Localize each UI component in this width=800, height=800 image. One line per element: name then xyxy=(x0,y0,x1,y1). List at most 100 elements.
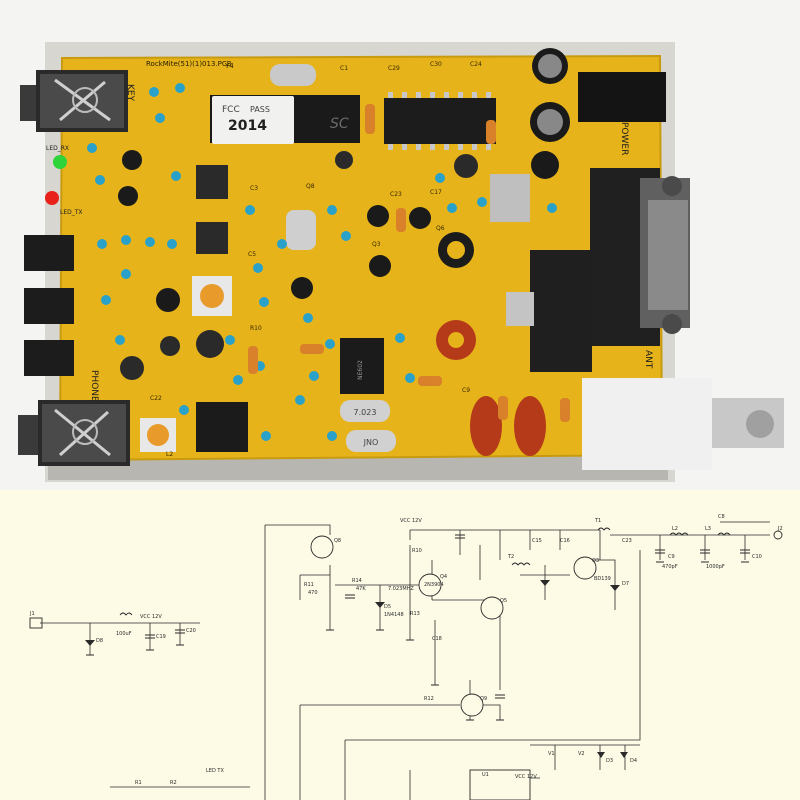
phone-label: PHONE xyxy=(89,370,99,402)
audio-ic xyxy=(196,402,248,452)
svg-text:C1: C1 xyxy=(340,65,348,72)
svg-text:7.023MHZ: 7.023MHZ xyxy=(388,586,414,592)
schematic-transistors xyxy=(310,535,597,717)
supply-label-bottom: VCC 12V xyxy=(515,774,537,780)
bnc-connector xyxy=(582,378,784,470)
svg-text:Q8: Q8 xyxy=(306,183,315,190)
switch-3 xyxy=(24,340,74,376)
svg-text:C23: C23 xyxy=(390,191,402,198)
svg-text:R12: R12 xyxy=(424,696,434,702)
svg-text:C5: C5 xyxy=(248,251,256,258)
svg-text:C29: C29 xyxy=(388,65,400,72)
svg-text:1000pF: 1000pF xyxy=(706,564,725,570)
schematic-transformers xyxy=(119,527,731,616)
schematic-diodes xyxy=(85,580,628,758)
led-rx-label: LED_RX xyxy=(46,145,69,152)
ne602-label: NE602 xyxy=(357,360,364,380)
schematic-ic-u1 xyxy=(469,769,531,800)
svg-text:C18: C18 xyxy=(432,636,442,642)
switch-1 xyxy=(24,235,74,271)
schematic-jacks xyxy=(29,530,783,629)
svg-text:U1: U1 xyxy=(482,772,489,778)
ant-label: ANT xyxy=(643,350,653,369)
toroid-4 xyxy=(514,396,546,456)
toroid-1 xyxy=(438,232,474,268)
svg-text:C3: C3 xyxy=(250,185,258,192)
svg-text:C10: C10 xyxy=(752,554,762,560)
svg-text:R13: R13 xyxy=(410,611,420,617)
svg-text:R11: R11 xyxy=(304,582,314,588)
svg-text:C9: C9 xyxy=(462,387,470,394)
schematic-capacitors xyxy=(145,534,750,699)
power-label: POWER xyxy=(619,122,629,155)
schematic-diagram: VCC 12V VCC 12V VCC 12V Q8 R11 R14 D5 Q4… xyxy=(0,490,800,800)
svg-text:470pF: 470pF xyxy=(662,564,678,570)
svg-text:R14: R14 xyxy=(352,578,362,584)
led-tx-label: LED_TX xyxy=(60,209,83,216)
crystal-1: 7.023 xyxy=(340,400,390,422)
pushbutton-2 xyxy=(196,222,228,254)
svg-text:1N4148: 1N4148 xyxy=(384,612,404,618)
crystal-2: JNO xyxy=(346,430,396,452)
svg-text:Q4: Q4 xyxy=(440,574,447,580)
phone-jack xyxy=(18,400,130,466)
transistors xyxy=(118,150,431,312)
svg-text:R10: R10 xyxy=(250,325,262,332)
heatsink-small xyxy=(490,174,530,222)
led-rx-green xyxy=(53,155,67,169)
svg-text:470: 470 xyxy=(308,590,318,596)
pcb-photo: RockMite(51)(1)013.PCB Y4 KEY PHONE LED_… xyxy=(0,0,800,490)
svg-text:T1: T1 xyxy=(594,518,601,524)
svg-text:L2: L2 xyxy=(166,451,173,458)
pcb-board xyxy=(60,56,662,460)
key-jack xyxy=(20,70,128,132)
crystal-middle xyxy=(286,210,316,250)
cap-large-3 xyxy=(531,151,559,179)
svg-text:R1: R1 xyxy=(135,780,142,786)
power-jack xyxy=(578,72,666,122)
ic-marking: SC xyxy=(330,116,349,132)
svg-text:Q9: Q9 xyxy=(480,696,487,702)
svg-text:BD139: BD139 xyxy=(594,576,611,582)
svg-text:Q8: Q8 xyxy=(334,538,341,544)
svg-text:Q3: Q3 xyxy=(372,241,381,248)
svg-text:D7: D7 xyxy=(622,581,629,587)
svg-text:2N3904: 2N3904 xyxy=(424,582,444,588)
pushbutton-1 xyxy=(196,165,228,199)
svg-text:C20: C20 xyxy=(186,628,196,634)
svg-text:Q6: Q6 xyxy=(436,225,445,232)
svg-text:7.023: 7.023 xyxy=(354,408,377,417)
svg-text:D5: D5 xyxy=(384,604,391,610)
svg-text:R2: R2 xyxy=(170,780,177,786)
second-ic xyxy=(384,98,496,144)
svg-text:C19: C19 xyxy=(156,634,166,640)
svg-text:47K: 47K xyxy=(356,586,366,592)
svg-text:T2: T2 xyxy=(507,554,514,560)
toroid-2 xyxy=(436,320,476,360)
svg-text:L3: L3 xyxy=(705,526,711,532)
svg-text:C16: C16 xyxy=(560,538,570,544)
fcc-seal-sticker: FCC 2014 PASS xyxy=(212,96,294,144)
small-components xyxy=(87,83,570,441)
svg-text:J2: J2 xyxy=(777,526,783,532)
heatsink-black xyxy=(530,250,592,372)
db9-connector xyxy=(590,168,690,346)
svg-text:D8: D8 xyxy=(96,638,103,644)
svg-text:L2: L2 xyxy=(672,526,678,532)
supply-label-left: VCC 12V xyxy=(140,614,162,620)
svg-text:R10: R10 xyxy=(412,548,422,554)
supply-label: VCC 12V xyxy=(400,518,422,524)
board-name-text: RockMite(51)(1)013.PCB xyxy=(146,60,232,68)
svg-text:C24: C24 xyxy=(470,61,482,68)
switch-2 xyxy=(24,288,74,324)
svg-text:LED TX: LED TX xyxy=(206,768,224,774)
svg-text:Q3: Q3 xyxy=(592,558,599,564)
svg-text:FCC: FCC xyxy=(222,105,240,115)
svg-text:100uF: 100uF xyxy=(116,631,132,637)
svg-text:V1: V1 xyxy=(548,751,555,757)
svg-text:C17: C17 xyxy=(430,189,442,196)
svg-text:PASS: PASS xyxy=(250,105,270,114)
svg-text:D3: D3 xyxy=(606,758,613,764)
svg-text:C30: C30 xyxy=(430,61,442,68)
svg-text:J1: J1 xyxy=(29,611,35,617)
